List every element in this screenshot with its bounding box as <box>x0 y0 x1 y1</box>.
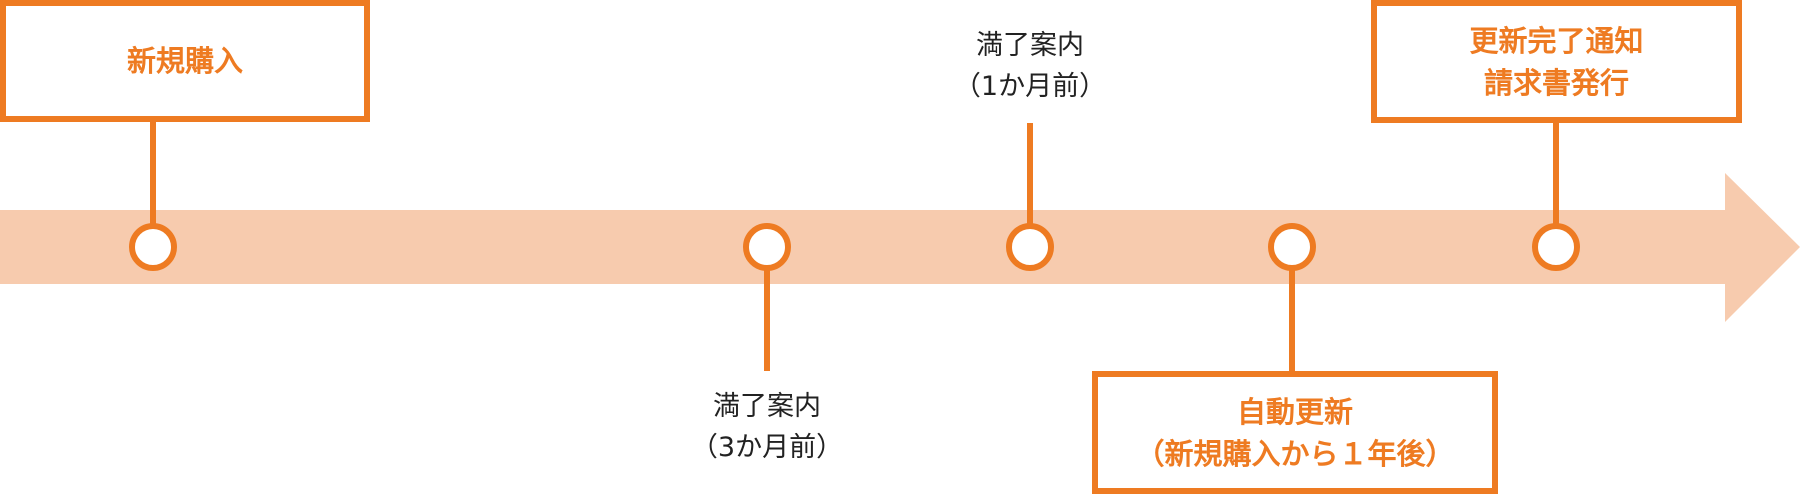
event-label: 更新完了通知 <box>1469 23 1644 58</box>
event-sublabel: （1か月前） <box>953 71 1107 102</box>
event-label: 満了案内 <box>976 30 1084 61</box>
milestone-marker <box>129 223 177 271</box>
event-label: 新規購入 <box>126 44 243 78</box>
event-label: 満了案内 <box>713 391 821 422</box>
milestone-marker <box>1268 223 1316 271</box>
event-notice-3-months: 満了案内 （3か月前） <box>637 386 897 468</box>
event-sublabel: （3か月前） <box>690 432 844 463</box>
milestone-marker <box>743 223 791 271</box>
event-label: 自動更新 <box>1236 394 1353 429</box>
event-sublabel: 請求書発行 <box>1483 65 1629 100</box>
event-sublabel: （新規購入から１年後） <box>1135 436 1455 471</box>
event-auto-renewal: 自動更新 （新規購入から１年後） <box>1092 371 1498 494</box>
event-new-purchase: 新規購入 <box>0 0 370 122</box>
milestone-marker <box>1006 223 1054 271</box>
event-notice-1-month: 満了案内 （1か月前） <box>900 25 1160 107</box>
milestone-marker <box>1532 223 1580 271</box>
timeline-arrow <box>0 173 1800 322</box>
event-renewal-complete: 更新完了通知 請求書発行 <box>1371 0 1742 123</box>
